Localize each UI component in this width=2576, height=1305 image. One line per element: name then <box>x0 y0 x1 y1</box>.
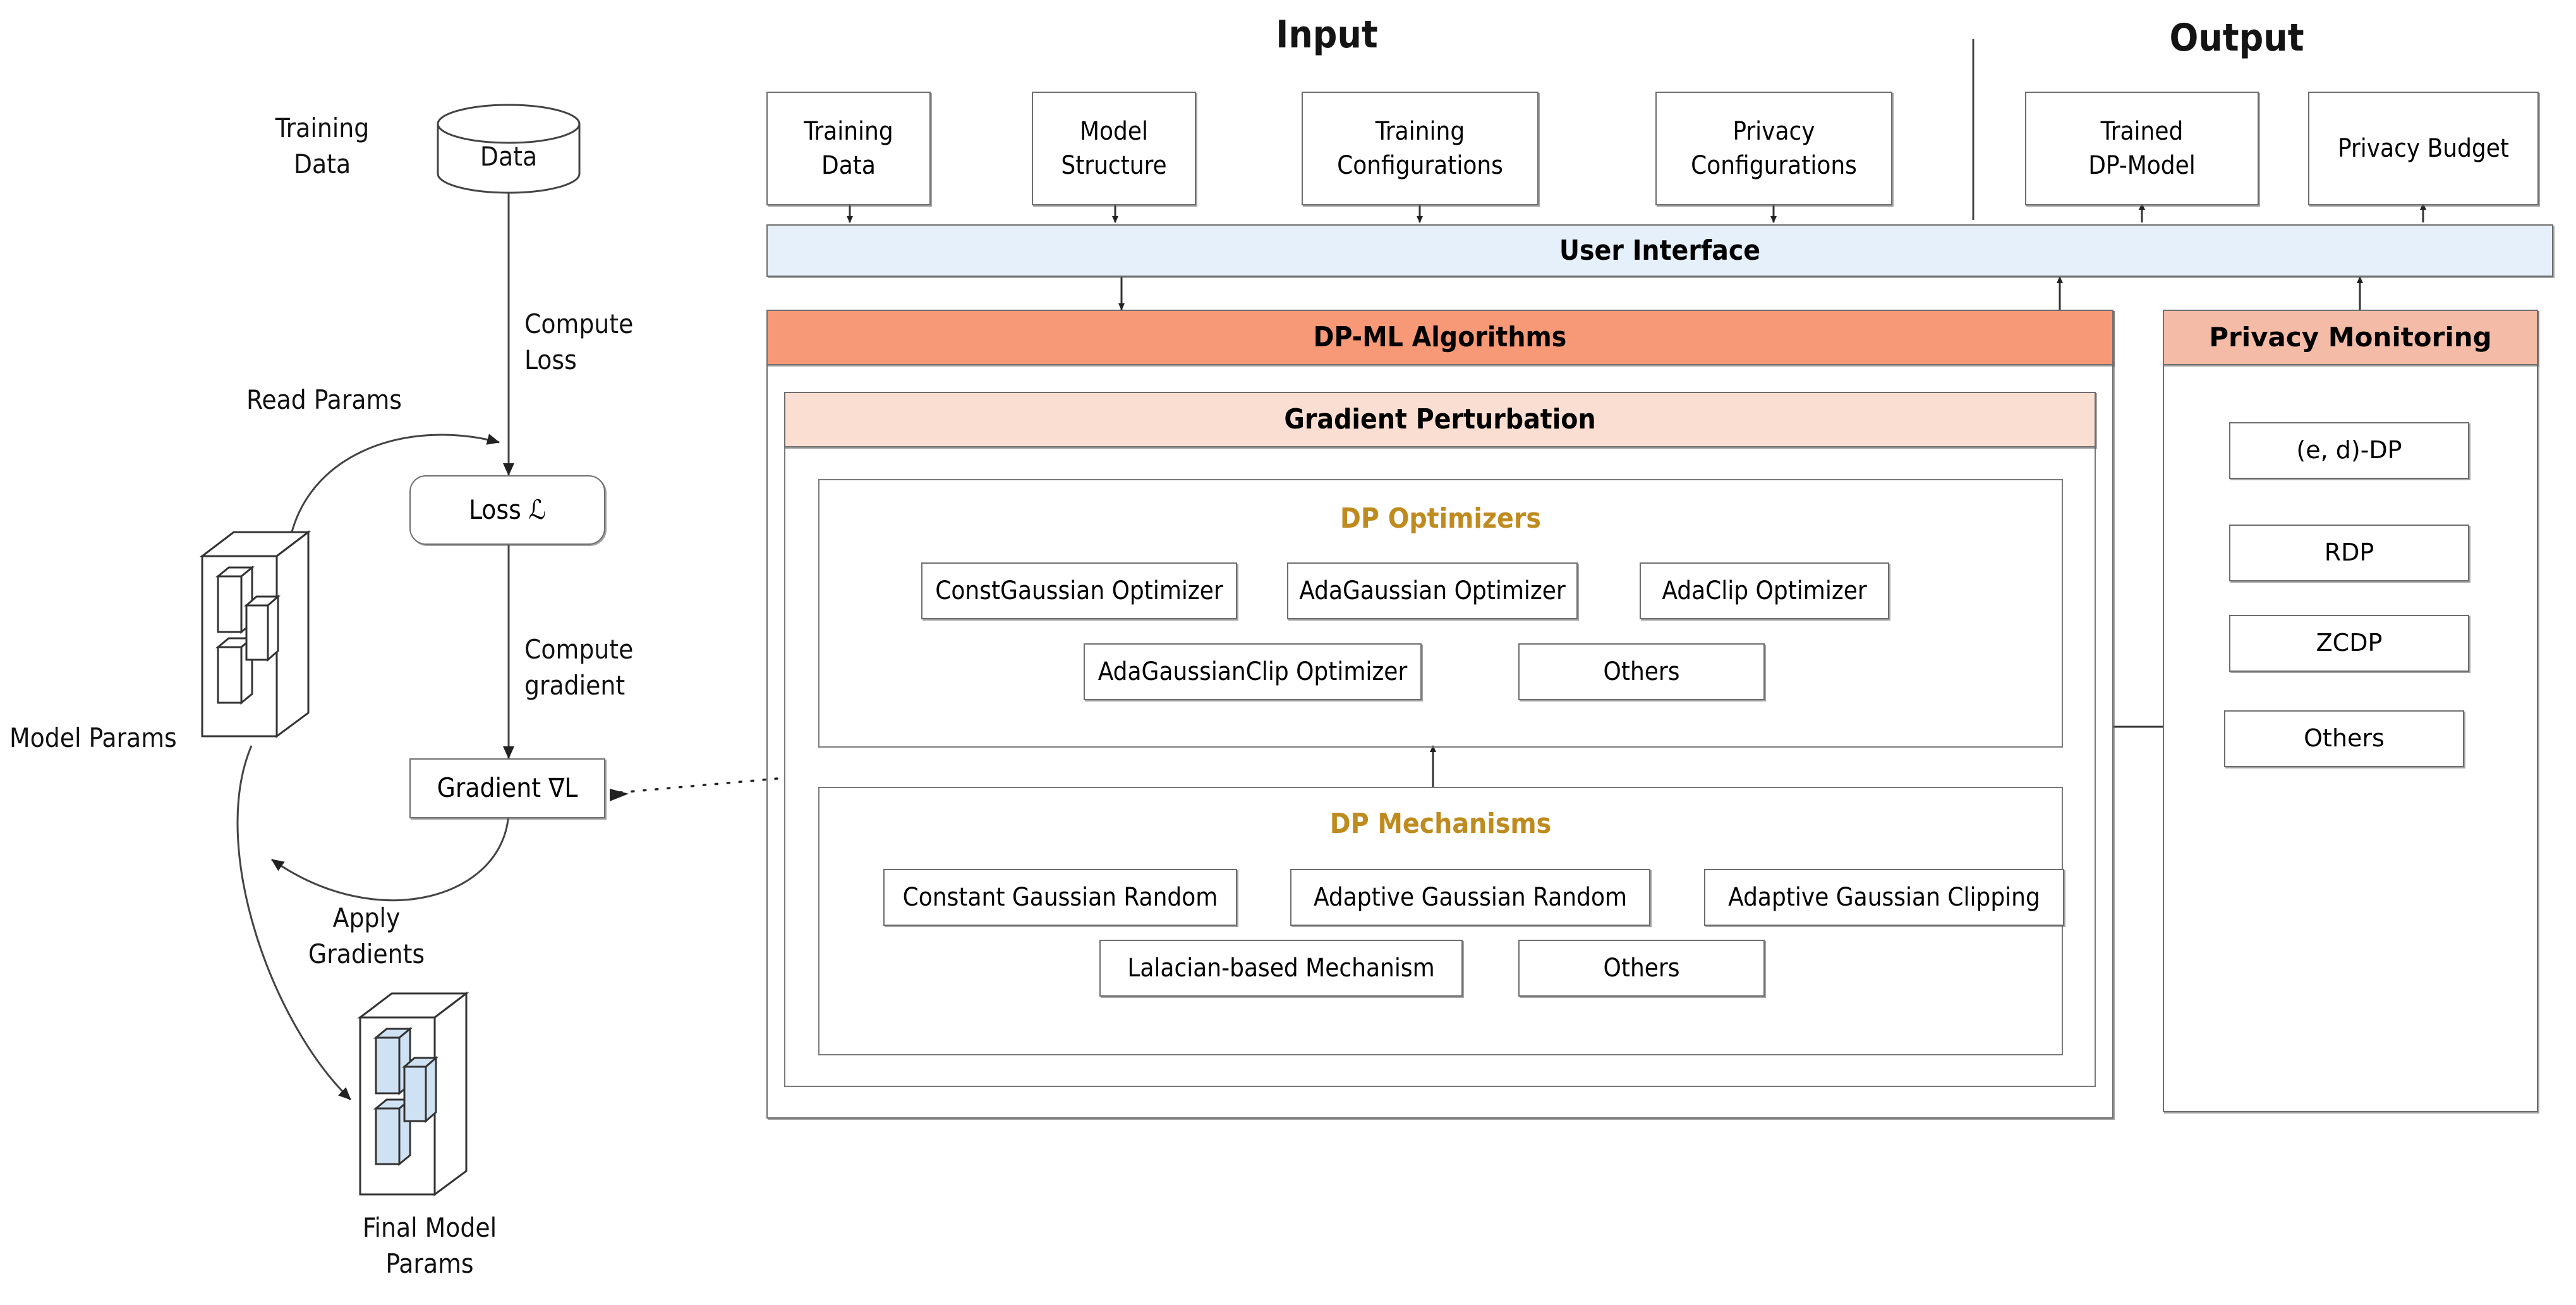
edge-label-apply-gradients: Apply Gradients <box>308 902 425 969</box>
dp-optimizer-constgaussian[interactable]: ConstGaussian Optimizer <box>921 562 1237 619</box>
model-params-shape <box>199 530 311 738</box>
dp-optimizer-adagaussianclip[interactable]: AdaGaussianClip Optimizer <box>1084 643 1422 700</box>
dp-mechanism-adaptive-gaussian-random[interactable]: Adaptive Gaussian Random <box>1290 869 1650 926</box>
section-title-input: Input <box>1276 13 1378 57</box>
datastore-label: Data <box>480 141 538 172</box>
section-title-output: Output <box>2169 16 2304 60</box>
privacy-monitoring-item-ed-dp[interactable]: (e, d)-DP <box>2229 422 2469 479</box>
band-dp-ml-algorithms[interactable]: DP-ML Algorithms <box>766 310 2113 365</box>
dp-mechanism-others[interactable]: Others <box>1518 940 1765 997</box>
input-box-training-configurations[interactable]: Training Configurations <box>1302 92 1539 205</box>
dp-optimizer-adaclip[interactable]: AdaClip Optimizer <box>1640 562 1889 619</box>
model-params-caption: Model Params <box>9 722 177 753</box>
final-model-params-caption: Final Model Params <box>362 1212 497 1279</box>
band-user-interface[interactable]: User Interface <box>766 224 2553 277</box>
dp-mechanisms-title: DP Mechanisms <box>1329 808 1552 840</box>
dp-optimizers-container <box>818 479 2063 748</box>
edge-label-compute-loss: Compute Loss <box>524 308 634 375</box>
dp-optimizers-title: DP Optimizers <box>1340 502 1541 535</box>
training-data-caption: Training Data <box>275 112 370 179</box>
input-box-privacy-configurations[interactable]: Privacy Configurations <box>1655 92 1892 205</box>
privacy-monitoring-item-zcdp[interactable]: ZCDP <box>2229 615 2469 672</box>
dp-mechanism-adaptive-gaussian-clipping[interactable]: Adaptive Gaussian Clipping <box>1704 869 2064 926</box>
dp-mechanism-lalacian-based[interactable]: Lalacian-based Mechanism <box>1099 940 1463 997</box>
input-box-model-structure[interactable]: Model Structure <box>1032 92 1196 205</box>
dp-optimizer-others[interactable]: Others <box>1518 643 1765 700</box>
input-box-training-data[interactable]: Training Data <box>766 92 931 205</box>
privacy-monitoring-item-others[interactable]: Others <box>2224 710 2464 767</box>
gradient-node[interactable]: Gradient ∇L <box>409 758 605 818</box>
output-box-trained-dp-model[interactable]: Trained DP-Model <box>2025 92 2259 205</box>
dp-optimizer-adagaussian[interactable]: AdaGaussian Optimizer <box>1287 562 1578 619</box>
privacy-monitoring-item-rdp[interactable]: RDP <box>2229 525 2469 581</box>
band-gradient-perturbation[interactable]: Gradient Perturbation <box>784 392 2096 447</box>
output-box-privacy-budget[interactable]: Privacy Budget <box>2308 92 2539 205</box>
band-privacy-monitoring[interactable]: Privacy Monitoring <box>2163 310 2538 365</box>
edge-label-read-params: Read Params <box>246 384 402 415</box>
edge-label-compute-gradient: Compute gradient <box>524 634 634 701</box>
loss-node[interactable]: Loss ℒ <box>409 475 605 545</box>
dp-mechanism-constant-gaussian-random[interactable]: Constant Gaussian Random <box>883 869 1237 926</box>
final-model-params-shape <box>357 991 469 1196</box>
